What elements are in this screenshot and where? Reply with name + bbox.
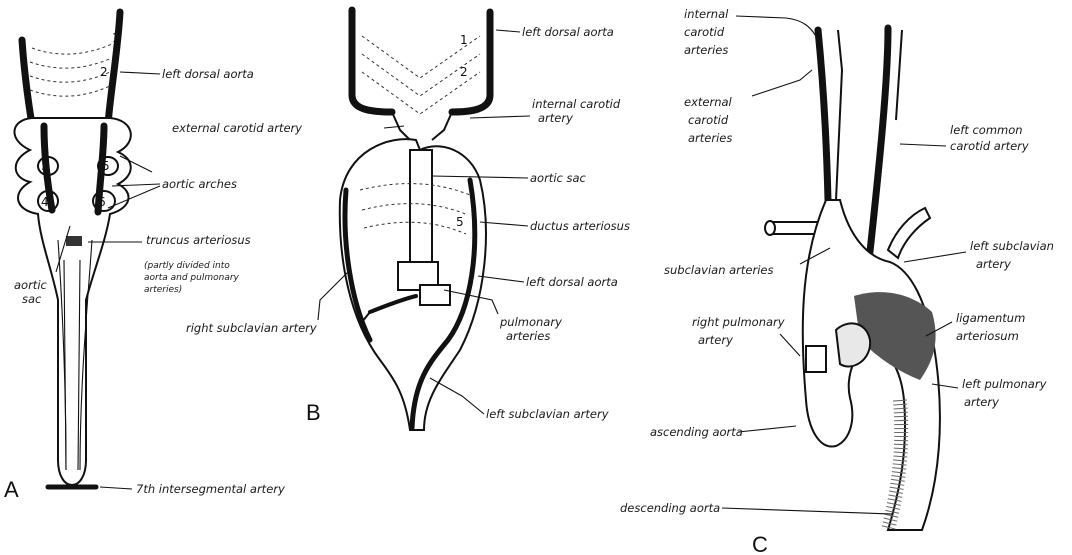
label-a-truncus-note-2: aorta and pulmonary xyxy=(144,273,240,283)
arch-number-4-a: 4 xyxy=(41,195,49,209)
label-c-right-pulmonary-1: right pulmonary xyxy=(692,315,785,329)
label-a-aortic-arches: aortic arches xyxy=(162,177,237,191)
label-c-external-carotid-3: arteries xyxy=(688,131,732,145)
label-c-left-common-carotid-1: left common xyxy=(950,123,1023,137)
arch-number-3-a: 3 xyxy=(41,159,49,173)
label-c-left-subclavian-2: artery xyxy=(976,257,1011,271)
arch-number-5-b: 5 xyxy=(456,215,464,229)
panel-letter-b: B xyxy=(306,400,321,425)
label-b-aortic-sac: aortic sac xyxy=(530,171,587,185)
label-a-7th-intersegmental: 7th intersegmental artery xyxy=(136,482,285,496)
arch-number-6-a: 6 xyxy=(98,195,106,209)
label-a-aortic-sac-2: sac xyxy=(22,292,42,306)
arch-number-1-a: 1 xyxy=(112,31,120,45)
label-c-internal-carotid-1: internal xyxy=(684,7,729,21)
label-b-pulmonary-2: arteries xyxy=(506,329,550,343)
label-b-left-subclavian: left subclavian artery xyxy=(486,407,609,421)
label-b-ductus-arteriosus: ductus arteriosus xyxy=(530,219,630,233)
label-a-truncus-note-3: arteries) xyxy=(144,285,182,295)
label-c-ligamentum-2: arteriosum xyxy=(956,329,1019,343)
label-a-aortic-sac-1: aortic xyxy=(14,278,48,292)
label-c-descending-aorta: descending aorta xyxy=(620,501,720,515)
label-c-left-pulmonary-1: left pulmonary xyxy=(962,377,1047,391)
label-b-left-dorsal-aorta-2: left dorsal aorta xyxy=(526,275,618,289)
panel-letter-c: C xyxy=(752,532,768,555)
label-a-truncus-arteriosus: truncus arteriosus xyxy=(146,233,251,247)
panel-a-drawing xyxy=(14,12,130,487)
label-a-truncus-note-1: (partly divided into xyxy=(144,261,230,271)
label-a-left-dorsal-aorta: left dorsal aorta xyxy=(162,67,254,81)
label-c-left-pulmonary-2: artery xyxy=(964,395,999,409)
label-c-internal-carotid-2: carotid xyxy=(684,25,725,39)
panel-letter-a: A xyxy=(4,477,19,502)
arch-number-2-a: 2 xyxy=(100,65,108,79)
label-b-internal-carotid-1: internal carotid xyxy=(532,97,621,111)
label-c-left-subclavian-1: left subclavian xyxy=(970,239,1054,253)
arch-number-1-b: 1 xyxy=(460,33,468,47)
label-b-right-subclavian: right subclavian artery xyxy=(186,321,317,335)
label-c-right-pulmonary-2: artery xyxy=(698,333,733,347)
label-b-pulmonary-1: pulmonary xyxy=(499,315,562,329)
panel-c-drawing xyxy=(765,28,940,530)
arch-number-5-a: 5 xyxy=(102,159,110,173)
label-c-internal-carotid-3: arteries xyxy=(684,43,728,57)
label-b-internal-carotid-2: artery xyxy=(538,111,573,125)
label-b-left-dorsal-aorta: left dorsal aorta xyxy=(522,25,614,39)
label-b-external-carotid: external carotid artery xyxy=(172,121,302,135)
arch-number-2-b: 2 xyxy=(460,65,468,79)
label-c-left-common-carotid-2: carotid artery xyxy=(950,139,1029,153)
label-c-external-carotid-1: external xyxy=(684,95,733,109)
label-c-ligamentum-1: ligamentum xyxy=(956,311,1025,325)
label-c-ascending-aorta: ascending aorta xyxy=(650,425,743,439)
label-c-subclavian-arteries: subclavian arteries xyxy=(664,263,774,277)
label-c-external-carotid-2: carotid xyxy=(688,113,729,127)
